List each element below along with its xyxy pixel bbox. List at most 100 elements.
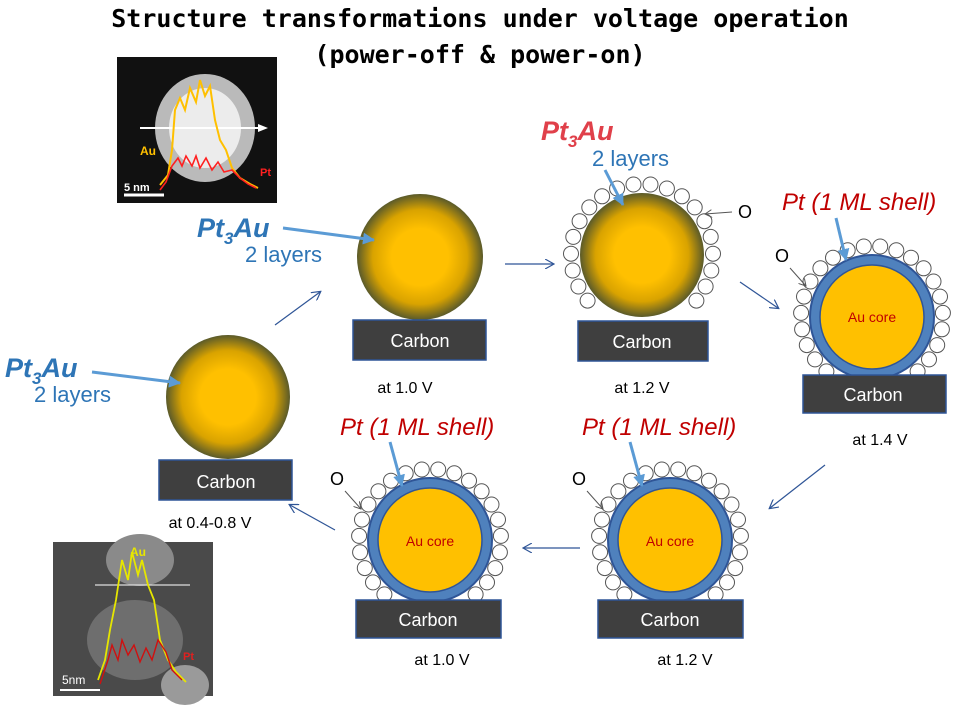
carbon-label-4: Carbon bbox=[843, 385, 902, 405]
oxygen-pointer-4 bbox=[789, 267, 806, 286]
arrow-3-to-4 bbox=[739, 281, 778, 308]
oxygen-atom bbox=[351, 527, 368, 544]
oxygen-label-4: O bbox=[775, 246, 789, 266]
pt3au-particle-3 bbox=[580, 193, 704, 317]
oxygen-atom bbox=[731, 544, 748, 561]
voltage-label-2: at 1.0 V bbox=[377, 380, 432, 397]
pt-shell-pointer-5 bbox=[628, 441, 645, 487]
micrograph-bottom-scale: 5nm bbox=[62, 673, 85, 687]
oxygen-atom bbox=[812, 260, 829, 277]
oxygen-atom bbox=[565, 228, 582, 245]
oxygen-atom bbox=[696, 213, 713, 230]
oxygen-atom bbox=[473, 483, 490, 500]
pt3au-label-1-pt: Pt bbox=[5, 353, 33, 383]
pt3au-label-3-au: Au bbox=[576, 116, 613, 146]
oxygen-atom bbox=[490, 511, 506, 528]
micrograph-top-scale: 5 nm bbox=[124, 182, 150, 194]
carbon-support-1 bbox=[158, 459, 293, 501]
oxygen-atom bbox=[479, 574, 495, 591]
oxygen-atom bbox=[673, 188, 690, 205]
micrograph-top bbox=[117, 57, 277, 203]
oxygen-label-5: O bbox=[572, 469, 586, 489]
oxygen-atom bbox=[623, 472, 639, 489]
carbon-label-3: Carbon bbox=[612, 332, 671, 352]
voltage-label-4: at 1.4 V bbox=[852, 432, 907, 449]
pt3au-label-1: Pt3Au bbox=[5, 353, 78, 388]
pt-shell-label-4: Pt (1 ML shell) bbox=[782, 189, 936, 216]
oxygen-atom bbox=[352, 544, 369, 561]
oxygen-atom bbox=[653, 461, 670, 478]
oxygen-atom bbox=[491, 544, 508, 561]
oxygen-atom bbox=[492, 527, 509, 544]
oxygen-atom bbox=[794, 321, 811, 338]
oxygen-atom bbox=[596, 560, 613, 577]
au-core-4 bbox=[819, 264, 925, 370]
oxygen-atom bbox=[383, 472, 399, 489]
oxygen-atom bbox=[723, 496, 740, 513]
title-line-2: (power-off & power-on) bbox=[314, 40, 646, 69]
micrograph-bottom bbox=[53, 534, 213, 705]
carbon-support-4 bbox=[802, 374, 947, 414]
oxygen-atom bbox=[642, 176, 659, 193]
title-line-1: Structure transformations under voltage … bbox=[111, 4, 849, 33]
pt3au-label-3-sub: 3 bbox=[568, 132, 578, 151]
oxygen-atom bbox=[563, 245, 579, 262]
oxygen-atom bbox=[688, 292, 705, 309]
oxygen-atom bbox=[921, 351, 937, 368]
pt3au-pointer-1 bbox=[91, 370, 181, 388]
oxygen-atom bbox=[592, 544, 609, 561]
oxygen-atom bbox=[446, 465, 463, 482]
oxygen-atom bbox=[564, 262, 581, 279]
pt3au-pointer-3 bbox=[603, 169, 625, 206]
micrograph-bottom-pt-label: Pt bbox=[183, 651, 194, 663]
pt-shell-pointer-4 bbox=[834, 217, 850, 261]
carbon-support-3 bbox=[577, 320, 709, 362]
voltage-label-5: at 1.2 V bbox=[657, 652, 712, 669]
oxygen-atom bbox=[855, 238, 872, 255]
carbon-label-2: Carbon bbox=[390, 331, 449, 351]
au-core-label-6: Au core bbox=[406, 533, 454, 549]
pt3au-label-1-sub: 3 bbox=[32, 369, 42, 388]
oxygen-atom bbox=[658, 180, 675, 197]
oxygen-atom bbox=[929, 337, 946, 354]
oxygen-atom bbox=[591, 527, 608, 544]
oxygen-ring-6 bbox=[351, 461, 509, 603]
oxygen-atom bbox=[872, 238, 889, 255]
micrograph-top-au-label: Au bbox=[140, 144, 156, 158]
pt3au-pointer-2 bbox=[282, 226, 375, 245]
two-layers-label-3: 2 layers bbox=[592, 146, 669, 171]
oxygen-atom bbox=[932, 288, 948, 305]
pt3au-label-2-au: Au bbox=[232, 213, 269, 243]
pt3au-label-2: Pt3Au bbox=[197, 213, 270, 248]
carbon-label-1: Carbon bbox=[196, 472, 255, 492]
pt3au-label-3-pt: Pt bbox=[541, 116, 569, 146]
oxygen-atom bbox=[925, 273, 942, 290]
oxygen-atom bbox=[594, 188, 611, 205]
oxygen-pointer-5 bbox=[586, 490, 603, 509]
au-core-label-5: Au core bbox=[646, 533, 694, 549]
arrow-4-to-5 bbox=[770, 464, 826, 508]
pt-shell-label-6: Pt (1 ML shell) bbox=[340, 414, 494, 441]
voltage-label-6: at 1.0 V bbox=[414, 652, 469, 669]
oxygen-atom bbox=[705, 245, 721, 262]
oxygen-atom bbox=[365, 574, 381, 591]
pt-shell-pointer-6 bbox=[388, 441, 405, 487]
oxygen-atom bbox=[933, 321, 950, 338]
oxygen-label-6: O bbox=[330, 469, 344, 489]
oxygen-atom bbox=[670, 461, 687, 478]
oxygen-atom bbox=[796, 288, 812, 305]
oxygen-atom bbox=[727, 560, 744, 577]
oxygen-pointer-6 bbox=[344, 490, 361, 509]
oxygen-atom bbox=[354, 511, 370, 528]
oxygen-atom bbox=[370, 483, 387, 500]
oxygen-atom bbox=[581, 199, 598, 216]
au-core-label-4: Au core bbox=[848, 309, 896, 325]
oxygen-atom bbox=[430, 461, 447, 478]
oxygen-atom bbox=[413, 461, 430, 478]
oxygen-atom bbox=[461, 472, 477, 489]
oxygen-atom bbox=[594, 511, 610, 528]
oxygen-atom bbox=[360, 496, 377, 513]
oxygen-pointer-3 bbox=[705, 212, 733, 214]
oxygen-atom bbox=[807, 351, 823, 368]
